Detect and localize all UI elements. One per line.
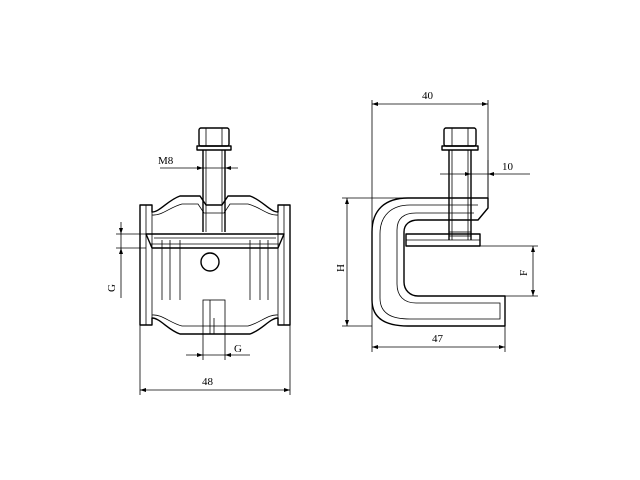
pressure-plate-front [145,233,285,249]
centre-hole [200,252,220,272]
dim-bolt-offset-10: 10 [440,160,530,198]
dim-height-h: H [335,197,408,327]
c-body-inner-side [379,204,501,320]
dim-bolt-m8: M8 [158,155,238,170]
dim-clamp-f: F [480,245,538,297]
dim-bottom-47: 47 [371,300,506,352]
clamp-side-lines [145,205,285,325]
side-view: 40 10 H F [335,90,538,352]
bolt-shank-front [202,150,226,232]
bolt-offset-label: 10 [502,161,514,173]
dim-gap-bottom: G [186,334,250,360]
pressure-plate-side [405,231,481,247]
gap-side-label: G [106,284,118,292]
height-label: H [335,264,347,272]
clamp-inner-bottom [151,314,279,327]
clamp-inner-top [151,203,279,216]
bolt-size-label: M8 [158,155,174,167]
bolt-head-side [441,127,479,151]
front-view: M8 G G 48 [106,127,291,395]
dim-gap-side: G [106,222,146,298]
bottom-width-label: 47 [432,333,444,345]
lower-bolt-tip-front [202,299,226,335]
bolt-shank-side [448,150,472,240]
dim-width-48: 48 [139,325,291,395]
gap-bottom-label: G [234,343,242,355]
dim-top-40: 40 [371,90,489,228]
bolt-head-front [196,127,232,151]
width-label: 48 [202,376,214,388]
clamp-body-front [139,195,291,335]
top-width-label: 40 [422,90,434,102]
clamp-label: F [518,270,530,276]
c-body-side [371,197,506,327]
